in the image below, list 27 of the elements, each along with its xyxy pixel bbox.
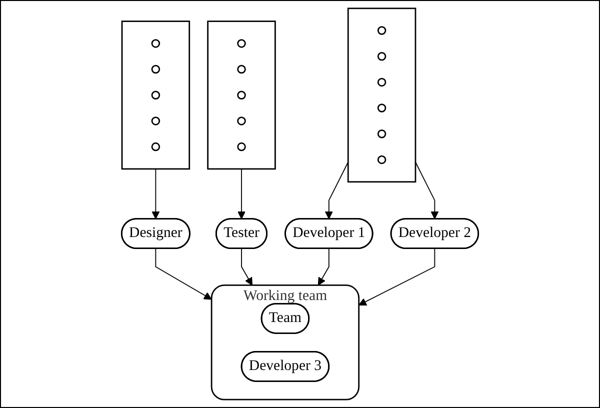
arrow: [358, 248, 436, 306]
node-circle: [151, 90, 160, 100]
cluster: [347, 8, 416, 183]
node-circle: [151, 116, 160, 126]
arrow: [415, 162, 439, 220]
arrow: [324, 162, 349, 220]
arrow: [237, 168, 246, 220]
node-circle: [151, 39, 160, 48]
node-circle: [237, 90, 246, 100]
arrow: [318, 248, 330, 286]
node-circle: [377, 26, 386, 35]
cluster: [121, 20, 190, 170]
node-circle: [377, 155, 386, 164]
node-circle: [151, 142, 160, 152]
node-circle: [377, 104, 386, 112]
node-circle: [237, 64, 246, 74]
cluster: [207, 20, 276, 170]
node-circle: [377, 52, 386, 61]
node-circle: [237, 116, 246, 126]
node-circle: [151, 64, 160, 74]
node-circle: [237, 142, 246, 152]
arrow: [241, 248, 253, 286]
arrow: [152, 168, 160, 220]
arrow: [155, 248, 212, 300]
node-circle: [377, 129, 386, 138]
node-circle: [377, 78, 386, 87]
node-circle: [237, 39, 246, 48]
